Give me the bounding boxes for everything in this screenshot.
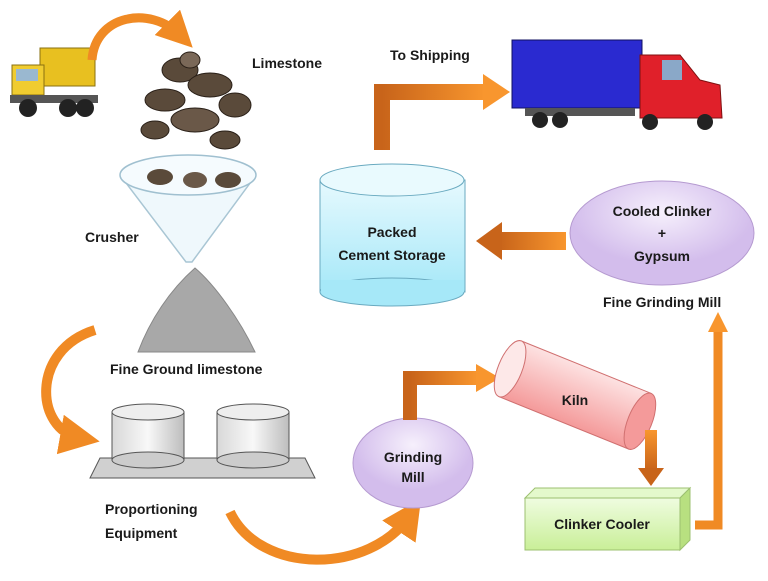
crusher-funnel-icon: [119, 154, 257, 263]
plus-label: +: [658, 225, 666, 241]
gypsum-label: Gypsum: [634, 248, 690, 264]
curved-arrow-to-proportioning: [41, 325, 100, 455]
proportioning-label-line1: Proportioning: [105, 501, 198, 517]
to-shipping-label: To Shipping: [390, 47, 470, 63]
grinding-mill-label-line1: Grinding: [384, 449, 442, 465]
crusher-label: Crusher: [85, 229, 139, 245]
cooled-clinker-gypsum-node: [569, 180, 755, 286]
arrow-cooler-to-fine-grinding: [695, 330, 723, 530]
kiln-node: [493, 340, 657, 450]
clinker-cooler-node: [523, 486, 692, 552]
arrow-kiln-to-cooler: [645, 430, 657, 470]
ground-limestone-pile-icon: [137, 267, 256, 353]
storage-label-line2: Cement Storage: [338, 247, 446, 263]
curved-arrow-truck-to-limestone: [87, 9, 193, 61]
kiln-label: Kiln: [562, 392, 588, 408]
proportioning-equipment-icon: [89, 403, 316, 479]
semi-truck-icon: [511, 39, 723, 130]
grinding-mill-label-line2: Mill: [401, 469, 424, 485]
limestone-rocks-icon: [140, 51, 252, 150]
packed-cement-storage-node: [319, 163, 466, 307]
fine-grinding-mill-label: Fine Grinding Mill: [603, 294, 721, 310]
storage-label-line1: Packed: [367, 224, 416, 240]
limestone-label: Limestone: [252, 55, 322, 71]
clinker-cooler-label: Clinker Cooler: [554, 516, 650, 532]
arrow-to-storage: [500, 232, 566, 250]
cooled-clinker-label: Cooled Clinker: [613, 203, 712, 219]
proportioning-label-line2: Equipment: [105, 525, 178, 541]
curved-arrow-to-grinding-mill: [225, 498, 422, 565]
dump-truck-icon: [10, 47, 98, 117]
arrow-to-shipping: [374, 84, 485, 150]
arrow-grinding-to-kiln: [403, 371, 478, 420]
fine-ground-limestone-label: Fine Ground limestone: [110, 361, 263, 377]
